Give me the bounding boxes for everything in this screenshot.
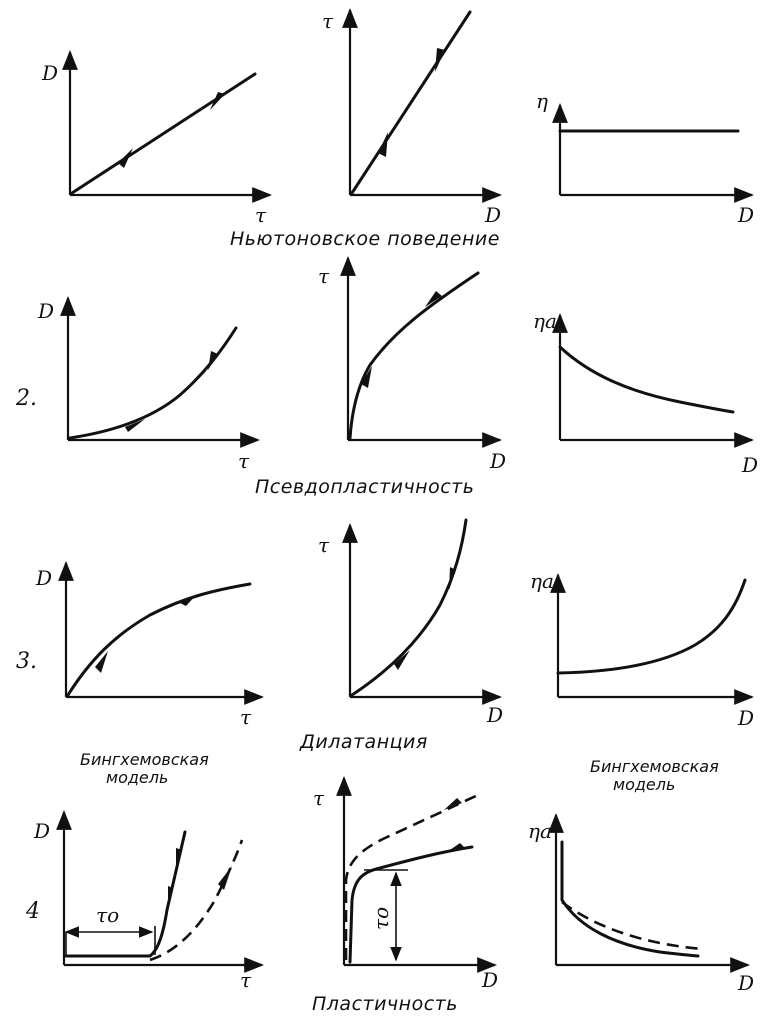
y-axis-label: D [35, 566, 52, 590]
arrow-up-icon [95, 651, 108, 673]
panel-plastic-tau-vs-d: τ D τo [313, 776, 498, 992]
panel-newtonian-viscosity: η D [536, 89, 754, 227]
arrow-left-icon [425, 291, 442, 307]
panel-plastic-viscosity: ηa D [528, 813, 754, 995]
row-pseudoplastic: 2. D τ τ D ηa D Псевдопластичность [15, 256, 758, 498]
plastic-viscosity-curve [561, 900, 703, 951]
x-axis-label: D [737, 203, 754, 227]
panel-newtonian-tau-vs-d: τ D [322, 8, 502, 227]
arrow-down-icon [208, 351, 218, 370]
bingham-flow-line [348, 845, 474, 964]
arrow-left-icon [444, 798, 462, 810]
panel-pseudoplastic-tau-vs-d: τ D [318, 256, 506, 473]
x-axis-label: D [486, 703, 503, 727]
x-axis-label: D [484, 203, 501, 227]
row-number: 4 [25, 899, 40, 924]
panel-pseudoplastic-viscosity: ηa D [533, 309, 758, 477]
dilatant-flow-curve [350, 518, 468, 697]
panel-dilatant-tau-vs-d: τ D [318, 518, 503, 727]
y-axis-label: ηa [528, 819, 552, 843]
arrow-left-icon [180, 594, 197, 606]
row-dilatant: 3. D τ τ D ηa D Дилатанция [16, 518, 754, 753]
bingham-note-right-line1: Бингхемовская [590, 757, 719, 776]
row-caption: Пластичность [312, 993, 458, 1015]
y-axis-label: τ [322, 9, 334, 33]
row-plastic: Бингхемовская модель Бингхемовская модел… [25, 750, 754, 1015]
arrow-up-icon [394, 650, 410, 670]
arrow-down-icon [449, 567, 456, 590]
plastic-flow-curve [149, 839, 244, 962]
x-axis-label: D [737, 971, 754, 995]
newtonian-flow-line [350, 10, 472, 195]
arrow-down-icon [435, 48, 445, 72]
bingham-note-right-line2: модель [613, 775, 675, 794]
arrow-up-icon [378, 132, 388, 157]
panel-dilatant-viscosity: ηa D [530, 569, 754, 730]
arrow-up-icon [218, 866, 232, 890]
pseudoplastic-flow-curve [68, 326, 238, 440]
row-newtonian: D τ τ D η D Ньютоновское поведение [41, 8, 754, 250]
arrow-down-icon [168, 886, 173, 905]
x-axis-label: τ [240, 968, 252, 992]
row-number: 2. [15, 386, 37, 411]
row-caption: Псевдопластичность [255, 476, 474, 498]
row-caption: Дилатанция [299, 731, 428, 753]
panel-pseudoplastic-d-vs-tau: D τ [37, 296, 260, 473]
y-axis-label: D [41, 61, 58, 85]
y-axis-label: ηa [533, 309, 557, 333]
arrow-down-icon [210, 92, 225, 110]
arrow-down-icon [176, 848, 182, 868]
x-axis-label: τ [240, 705, 252, 729]
arrow-up-icon [118, 148, 133, 168]
decreasing-viscosity-curve [558, 345, 735, 414]
x-axis-label: τ [255, 203, 267, 227]
y-axis-label: D [37, 299, 54, 323]
x-axis-label: D [489, 449, 506, 473]
panel-dilatant-d-vs-tau: D τ [35, 561, 264, 729]
y-axis-label: τ [318, 533, 330, 557]
increasing-viscosity-curve [556, 578, 747, 675]
y-axis-label: D [33, 819, 50, 843]
arrow-left-icon [447, 843, 465, 852]
panel-plastic-d-vs-tau: D τ τo [33, 810, 264, 992]
x-axis-label: D [737, 706, 754, 730]
dilatant-flow-curve [66, 582, 252, 697]
bingham-note-left-line1: Бингхемовская [80, 750, 209, 769]
row-number: 3. [16, 649, 37, 674]
x-axis-label: D [481, 968, 498, 992]
newtonian-flow-line [70, 72, 257, 195]
arrow-right-icon [125, 419, 145, 432]
x-axis-label: τ [238, 449, 250, 473]
x-axis-label: D [741, 453, 758, 477]
row-caption: Ньютоновское поведение [230, 228, 500, 250]
yield-stress-label: τo [96, 903, 119, 927]
bingham-note-left-line2: модель [106, 768, 168, 787]
y-axis-label: η [536, 89, 548, 113]
bingham-flow-line [64, 830, 187, 958]
plastic-flow-curve [344, 793, 479, 960]
y-axis-label: τ [318, 264, 330, 288]
arrow-up-icon [361, 366, 372, 388]
y-axis-label: τ [313, 786, 325, 810]
yield-stress-label: τo [369, 907, 393, 930]
bingham-viscosity-curve [560, 840, 700, 958]
panel-newtonian-d-vs-tau: D τ [41, 50, 272, 227]
pseudoplastic-flow-curve [348, 271, 480, 440]
y-axis-label: ηa [530, 569, 554, 593]
